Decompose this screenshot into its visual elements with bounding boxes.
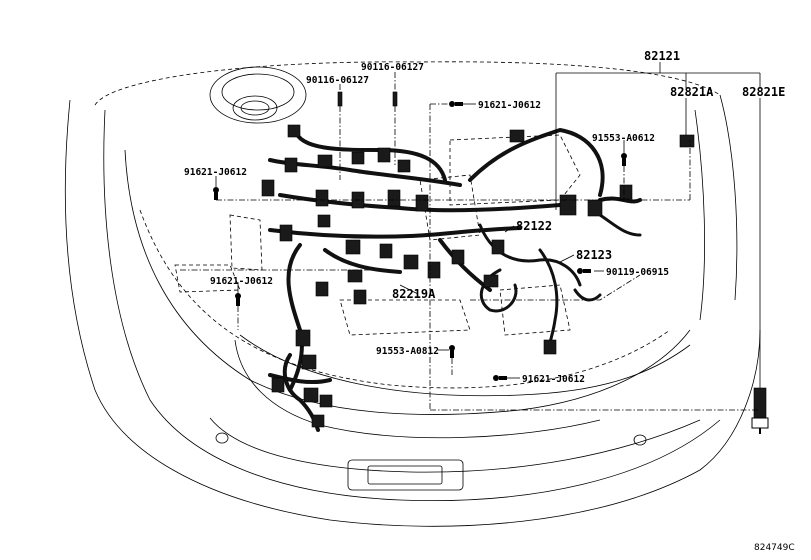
leader-lines [215,62,761,411]
label-bolt-91621-top: 91621-J0612 [478,100,541,111]
bolt-icon [235,293,241,299]
ground-strap-icon [753,387,767,419]
engine-wire-harness [268,128,642,432]
bolt-icon [337,91,343,107]
fluid-reservoir [209,66,307,124]
label-82821a: 82821A [670,85,714,99]
label-bolt-91553-bottom: 91553-A0812 [376,346,439,357]
bolt-icon [392,91,398,107]
vehicle-body-outline [64,61,761,527]
label-bolt-91621-left-upper: 91621-J0612 [184,167,247,178]
bolt-icon [449,101,455,107]
bolt-icon [493,375,499,381]
label-bolt-91553-right: 91553-A0612 [592,133,655,144]
label-screw-90119: 90119-06915 [606,267,669,278]
bolt-icon [449,345,455,351]
label-82219a: 82219A [392,287,436,301]
bolt-icon [213,187,219,193]
label-bolt-90116-right: 90116-06127 [361,62,424,73]
screw-icon [577,268,583,274]
label-bolt-91621-left-lower: 91621-J0612 [210,276,273,287]
bolt-icon [621,153,627,159]
label-bolt-90116-left: 90116-06127 [306,75,369,86]
label-82121: 82121 [644,49,680,63]
part-number-labels: 82121 82821A 82821E 90116-06127 90116-06… [184,49,795,553]
figure-reference: 824749C [754,543,795,553]
label-82122: 82122 [516,219,552,233]
label-bolt-91621-bottom: 91621-J0612 [522,374,585,385]
label-82123: 82123 [576,248,612,262]
bolt-icons [213,91,769,434]
label-82821e: 82821E [742,85,785,99]
